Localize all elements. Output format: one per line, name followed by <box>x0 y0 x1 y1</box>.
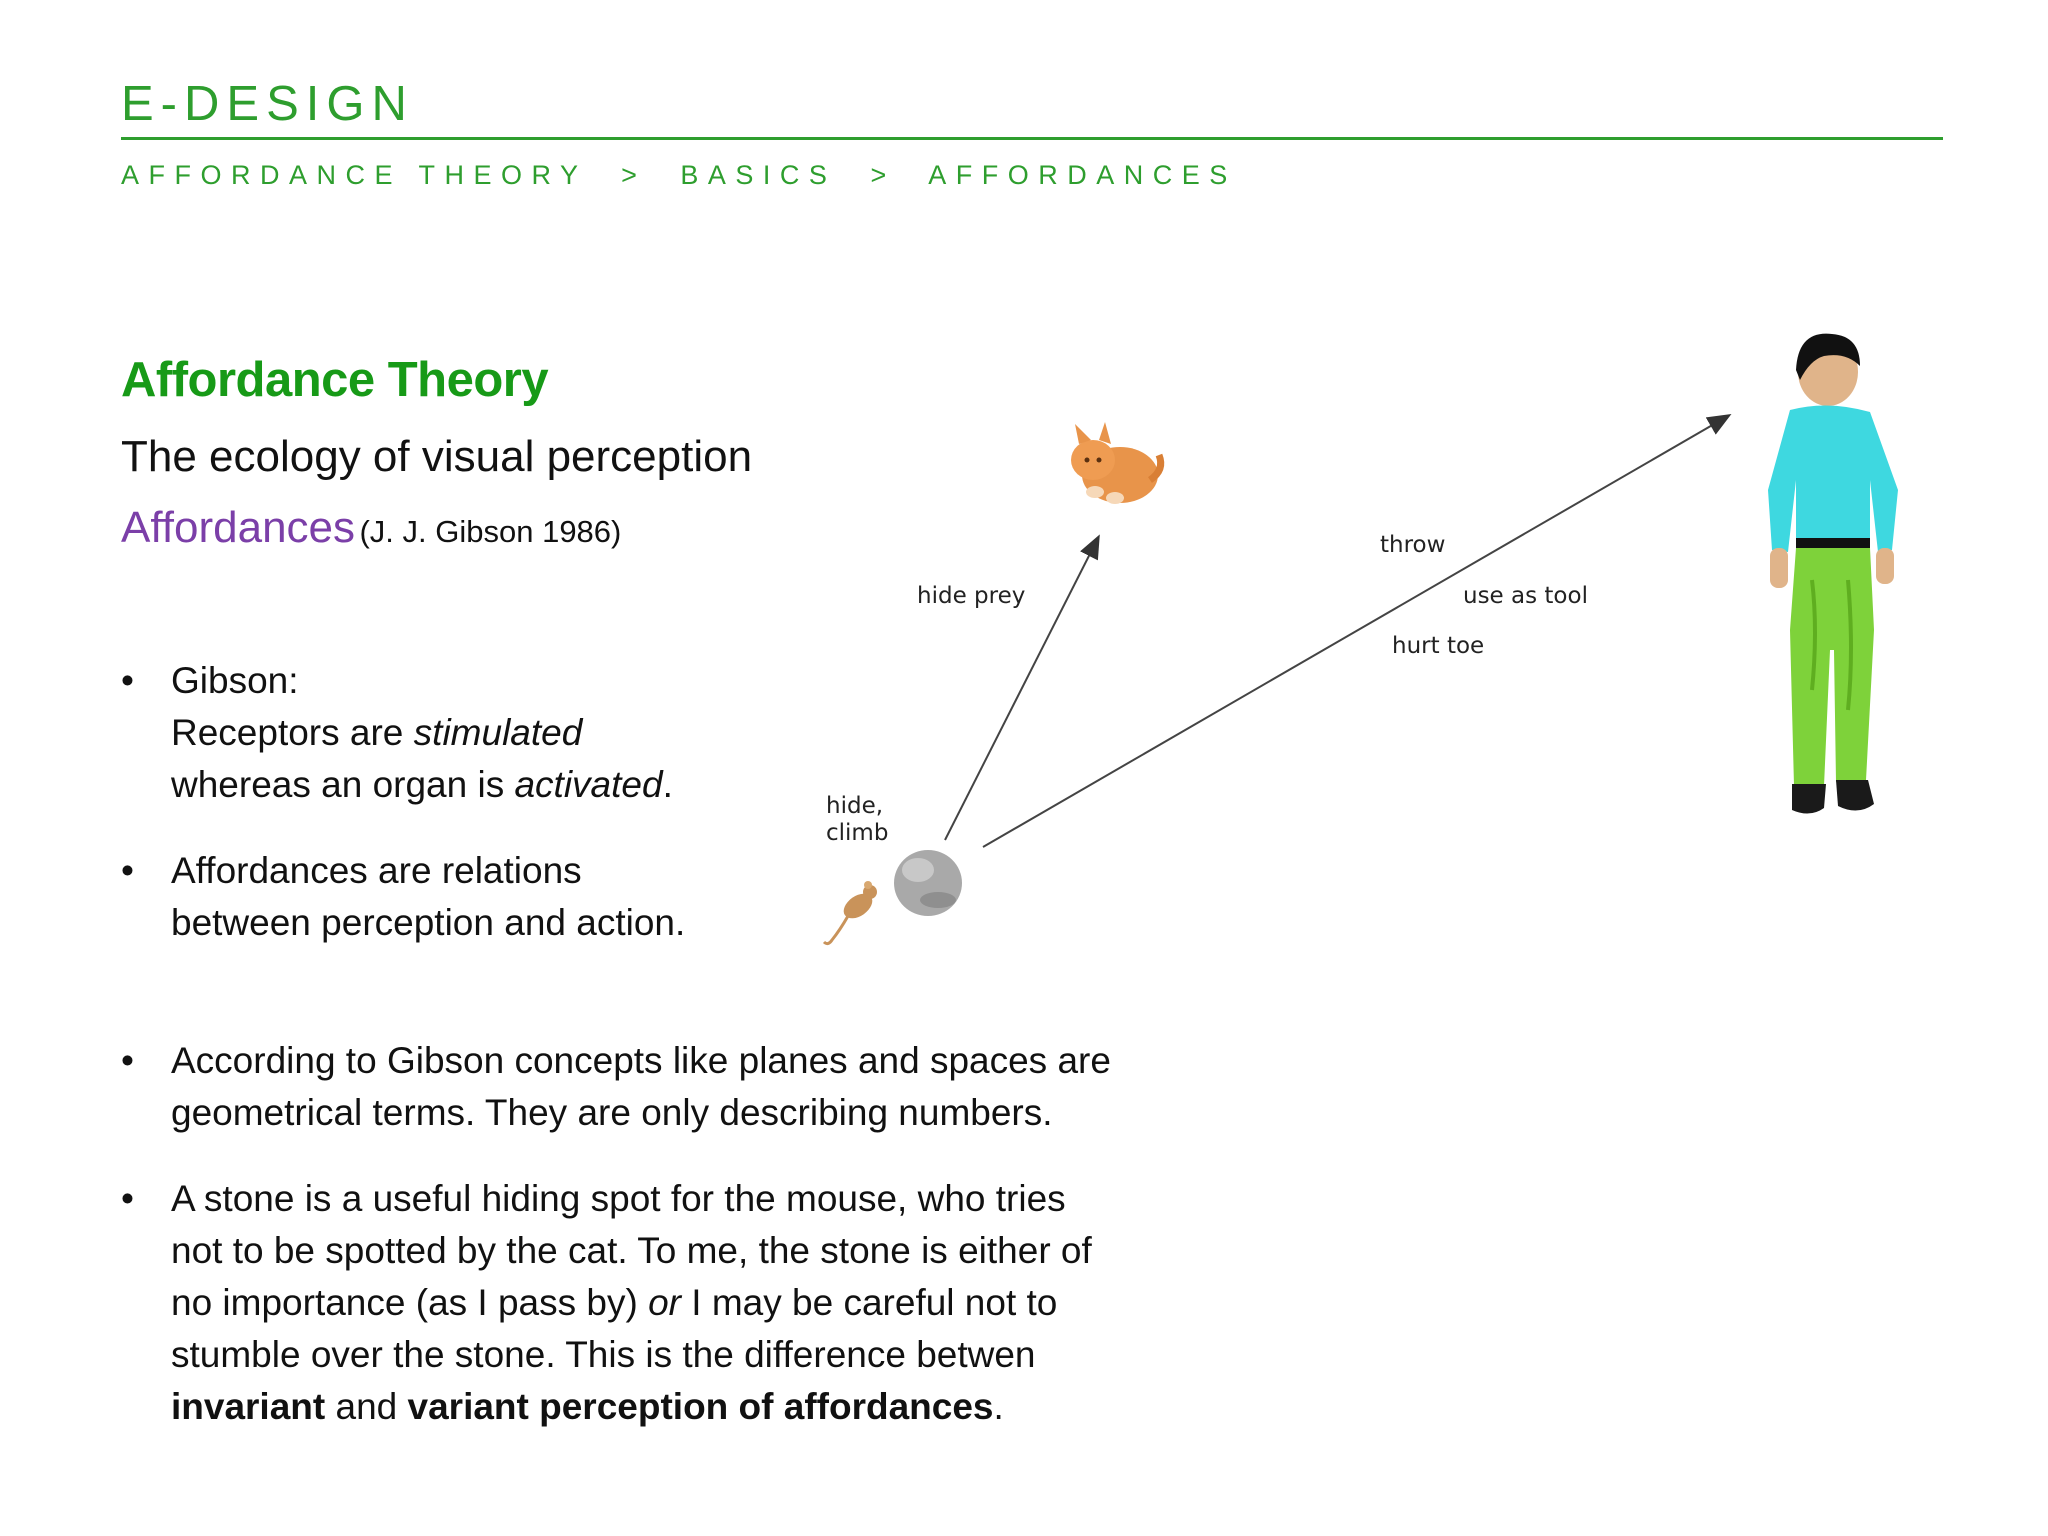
illustration-svg <box>822 333 1898 946</box>
bullet-dot: • <box>121 1178 134 1219</box>
list-item: • Affordances are relations between perc… <box>121 845 951 949</box>
cat-icon <box>1071 422 1165 504</box>
bullet-dot: • <box>121 1040 134 1081</box>
citation: (J. J. Gibson 1986) <box>359 514 622 549</box>
list-item: • Gibson: Receptors are stimulated where… <box>121 655 951 811</box>
label-climb: climb <box>826 820 889 846</box>
bullet-text: According to Gibson concepts like planes… <box>171 1040 1111 1081</box>
label-hurt-toe: hurt toe <box>1392 633 1485 659</box>
breadcrumb-separator: > <box>621 160 647 190</box>
label-throw: throw <box>1380 532 1446 558</box>
arrow-stone-to-person <box>982 413 1732 848</box>
person-icon <box>1768 333 1898 814</box>
stone-icon <box>894 850 962 916</box>
label-use-as-tool: use as tool <box>1463 583 1588 609</box>
bullet-text: invariant and variant perception of affo… <box>171 1386 1004 1427</box>
header-divider <box>121 137 1943 140</box>
bullet-dot: • <box>121 660 134 701</box>
bullet-text: no importance (as I pass by) or I may be… <box>171 1282 1058 1323</box>
bullet-text: geometrical terms. They are only describ… <box>171 1092 1053 1133</box>
breadcrumb-item-affordances[interactable]: AFFORDANCES <box>928 160 1237 190</box>
mouse-icon <box>822 881 877 946</box>
bullet-text: Receptors are stimulated <box>171 712 583 753</box>
breadcrumb-separator: > <box>870 160 896 190</box>
arrow-stone-to-cat <box>944 534 1100 841</box>
label-hide: hide, <box>826 793 884 819</box>
bullet-text: whereas an organ is activated. <box>171 764 673 805</box>
affordances-label: Affordances <box>121 503 356 552</box>
brand-title: E-DESIGN <box>121 77 414 131</box>
bullet-text: Affordances are relations <box>171 850 582 891</box>
bullet-text: Gibson: <box>171 660 299 701</box>
breadcrumb: AFFORDANCE THEORY > BASICS > AFFORDANCES <box>121 160 1237 191</box>
page-subtitle: The ecology of visual perception <box>121 432 753 481</box>
page-title: Affordance Theory <box>121 353 549 407</box>
breadcrumb-item-affordance-theory[interactable]: AFFORDANCE THEORY <box>121 160 588 190</box>
affordance-illustration: hide prey throw use as tool hurt toe hid… <box>800 320 1960 980</box>
bullet-dot: • <box>121 850 134 891</box>
affordances-heading: Affordances (J. J. Gibson 1986) <box>121 503 621 553</box>
list-item: • According to Gibson concepts like plan… <box>121 1035 1321 1139</box>
list-item: • A stone is a useful hiding spot for th… <box>121 1173 1321 1433</box>
bullet-text: between perception and action. <box>171 902 686 943</box>
label-hide-prey: hide prey <box>917 583 1026 609</box>
bullet-text: stumble over the stone. This is the diff… <box>171 1334 1036 1375</box>
bullet-text: A stone is a useful hiding spot for the … <box>171 1178 1066 1219</box>
breadcrumb-item-basics[interactable]: BASICS <box>680 160 837 190</box>
bullet-text: not to be spotted by the cat. To me, the… <box>171 1230 1092 1271</box>
